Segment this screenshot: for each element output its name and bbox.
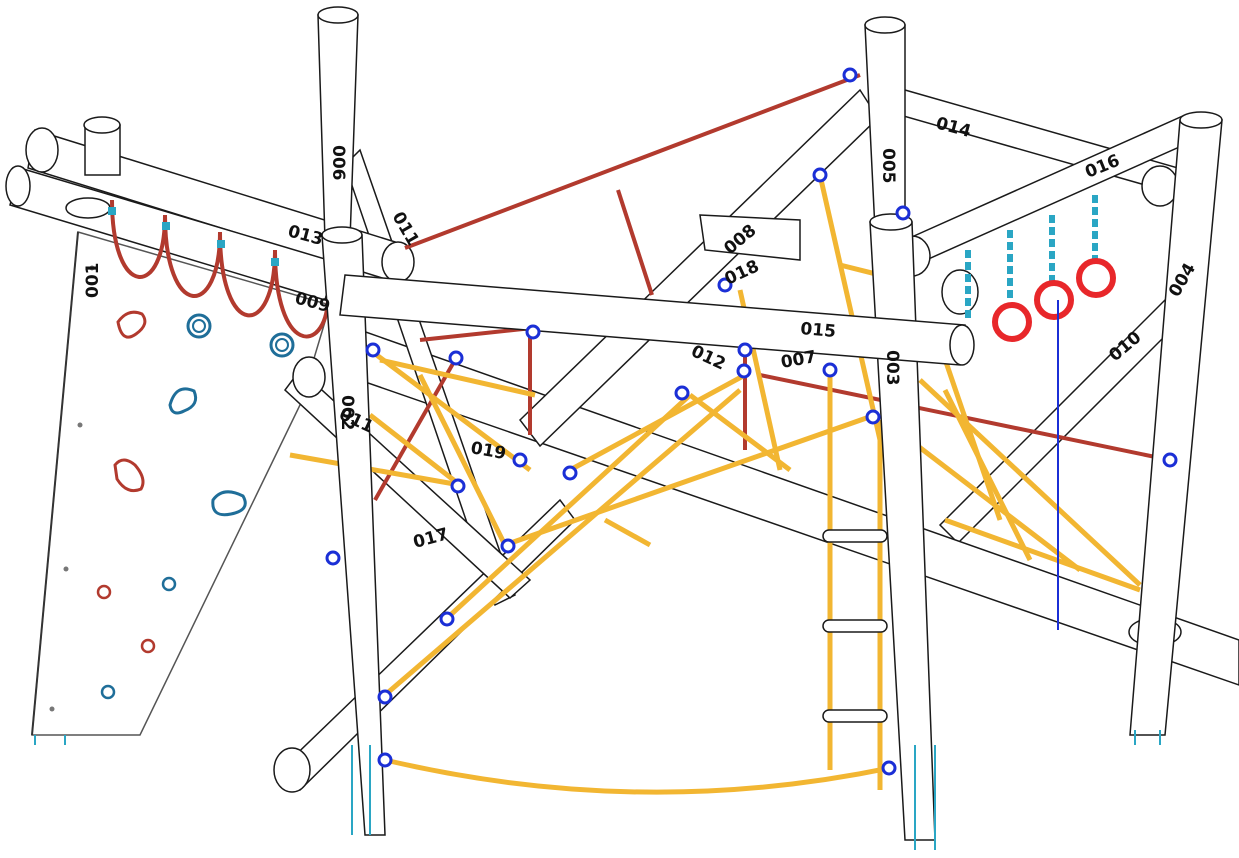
climbing-hold bbox=[96, 584, 112, 600]
gym-ring bbox=[1076, 258, 1116, 298]
climbing-hold bbox=[186, 313, 212, 339]
label-005: 005 bbox=[878, 148, 898, 184]
vertical-posts bbox=[317, 6, 1223, 841]
label-006: 006 bbox=[328, 145, 348, 181]
beam-015 bbox=[339, 274, 975, 366]
label-019: 019 bbox=[469, 438, 507, 464]
climbing-hold bbox=[161, 576, 177, 592]
climbing-hold bbox=[211, 490, 247, 517]
climbing-hold bbox=[100, 684, 116, 700]
post-footings bbox=[34, 730, 1161, 850]
blue-fittings bbox=[325, 67, 1178, 776]
climbing-hold bbox=[168, 387, 198, 415]
rope-ladder bbox=[822, 529, 888, 723]
gym-rings bbox=[965, 195, 1116, 630]
rope-fittings bbox=[108, 207, 279, 266]
label-002: 002 bbox=[337, 395, 357, 431]
label-015: 015 bbox=[800, 319, 837, 342]
climbing-wall-panel bbox=[31, 231, 331, 736]
gym-ring bbox=[1034, 280, 1074, 320]
top-beams bbox=[5, 116, 415, 301]
climbing-hold bbox=[116, 310, 147, 339]
yellow-rope-net bbox=[289, 174, 1142, 795]
label-017: 017 bbox=[411, 524, 450, 553]
climbing-hold bbox=[140, 638, 156, 654]
gym-ring bbox=[992, 302, 1032, 342]
climbing-hold bbox=[113, 458, 145, 493]
label-003: 003 bbox=[882, 350, 902, 386]
label-001: 001 bbox=[83, 263, 103, 299]
climbing-hold bbox=[269, 332, 295, 358]
